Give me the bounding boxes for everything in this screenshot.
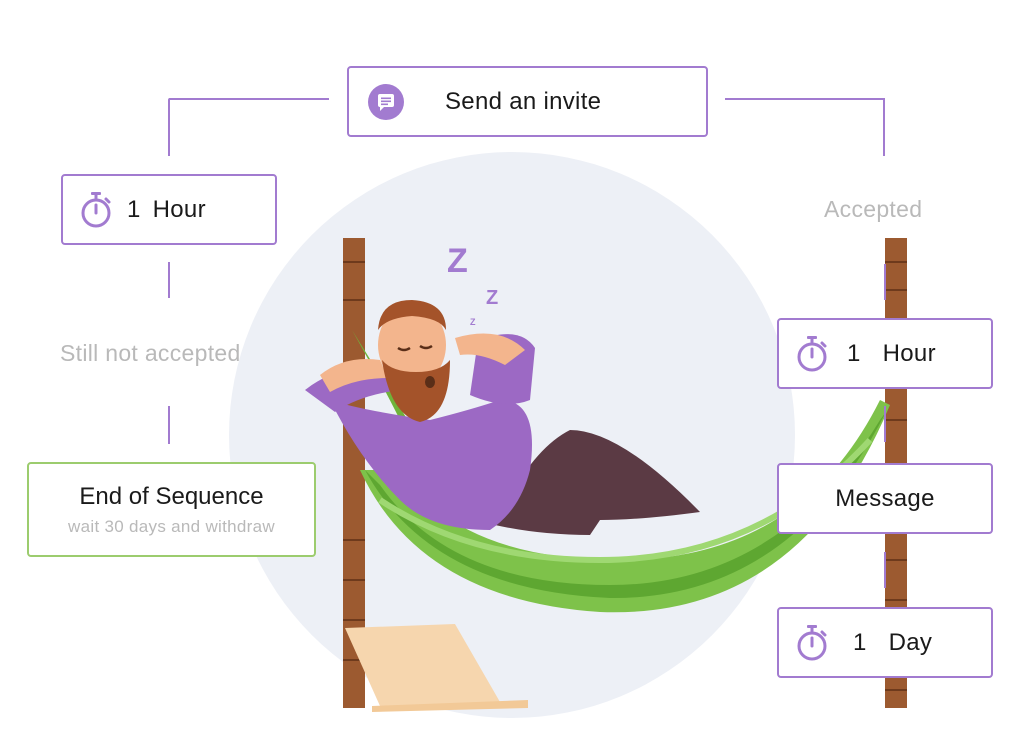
- message-label: Message: [835, 484, 935, 512]
- zzz-sleep-icon: Z Z Z: [447, 242, 498, 327]
- wait-value: 1: [847, 339, 861, 367]
- svg-text:Z: Z: [447, 242, 468, 280]
- stopwatch-icon: [795, 335, 829, 373]
- wait-unit: Day: [888, 628, 933, 656]
- wait-unit: Hour: [882, 339, 936, 367]
- end-subtitle: wait 30 days and withdraw: [68, 516, 275, 536]
- connector-right-3: [884, 552, 886, 588]
- connector-top-right-v: [883, 98, 885, 156]
- wait-step-left[interactable]: 1 Hour: [61, 174, 277, 245]
- stopwatch-icon: [79, 191, 113, 229]
- sleeping-man: [305, 300, 700, 535]
- connector-right-2: [884, 406, 886, 442]
- send-invite-step[interactable]: Send an invite: [347, 66, 708, 137]
- wait-unit: Hour: [152, 195, 206, 223]
- connector-right-1: [884, 264, 886, 300]
- connector-top-left-h: [169, 98, 329, 100]
- wait-step-day[interactable]: 1 Day: [777, 607, 993, 678]
- laptop: [345, 624, 528, 712]
- left-pole: [343, 238, 365, 708]
- chat-bubble-icon: [367, 83, 405, 121]
- connector-left-2: [168, 406, 170, 444]
- connector-left-1: [168, 262, 170, 298]
- wait-value: 1: [127, 195, 141, 223]
- message-step[interactable]: Message: [777, 463, 993, 534]
- wait-value: 1: [853, 628, 867, 656]
- connector-top-right-h: [725, 98, 885, 100]
- end-title: End of Sequence: [79, 482, 264, 510]
- connector-top-left-v: [168, 98, 170, 156]
- still-not-accepted-label: Still not accepted: [60, 340, 241, 366]
- svg-text:Z: Z: [470, 317, 476, 327]
- end-of-sequence-step[interactable]: End of Sequence wait 30 days and withdra…: [27, 462, 316, 557]
- accepted-label: Accepted: [824, 196, 923, 222]
- stopwatch-icon: [795, 624, 829, 662]
- svg-text:Z: Z: [486, 287, 498, 309]
- send-invite-label: Send an invite: [445, 87, 602, 115]
- wait-step-right[interactable]: 1 Hour: [777, 318, 993, 389]
